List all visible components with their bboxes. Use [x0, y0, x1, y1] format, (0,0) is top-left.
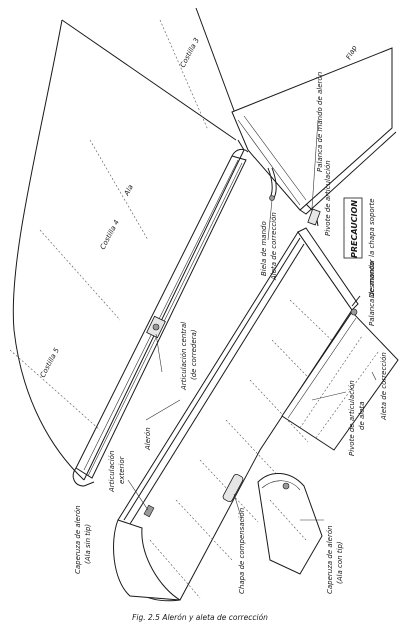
label-aleta-correccion-bottom: Aleta de corrección [380, 352, 388, 421]
label-articulacion-exterior-sub: exterior [118, 455, 126, 484]
wing-outline [12, 7, 245, 481]
label-costilla-4: Costilla 4 [99, 219, 121, 251]
label-caperuza-con-tip-sub: (Ala con tip) [336, 541, 344, 584]
label-costilla-5: Costilla 5 [39, 346, 62, 379]
label-caperuza-sin-tip-sub: (Ala sin tip) [84, 524, 92, 564]
wing-ribs [9, 19, 209, 431]
wing-aileron-slot [72, 148, 249, 487]
label-articulacion-central: Articulación central [180, 322, 188, 391]
label-aleron: Alerón [144, 427, 152, 451]
label-biela-mando: Biela de mando [260, 221, 268, 276]
label-caperuza-sin-tip: Caperuza de alerón [74, 505, 82, 574]
label-desmontar: Desmontar la chapa soporte [368, 198, 376, 298]
label-pivote-aleta: Pivote de articulación [348, 380, 356, 456]
label-articulacion-exterior: Articulación [108, 451, 116, 493]
aileron-tip-cap-with-tip [257, 473, 323, 575]
precaution-box: PRECAUCION [343, 197, 363, 259]
aileron [113, 227, 359, 602]
label-palanca-mando: Palanca de mando [368, 261, 376, 326]
flap [231, 47, 397, 215]
label-flap: Flap [345, 44, 359, 61]
center-hinge [146, 315, 166, 339]
label-articulacion-central-sub: (de corredera) [190, 329, 198, 380]
label-palanca-aleron: Palanca de mando de alerón [316, 72, 324, 172]
label-costilla-3: Costilla 3 [179, 37, 201, 69]
label-chapa-compensacion: Chapa de compensación [238, 508, 246, 594]
control-linkage [267, 167, 321, 227]
label-aleta-correccion-top: Aleta de corrección [270, 212, 278, 281]
label-pivote-aleta-sub: de aleta [358, 401, 366, 430]
label-ala: Ala [122, 183, 135, 197]
label-caperuza-con-tip: Caperuza de alerón [326, 525, 334, 594]
leader-lines [127, 119, 377, 521]
label-pivote-articulacion: Pivote de articulación [324, 160, 332, 236]
precaution-label: PRECAUCION [350, 200, 359, 258]
trim-tab [281, 295, 399, 451]
figure-caption: Fig. 2.5 Alerón y aleta de corrección [132, 613, 268, 622]
